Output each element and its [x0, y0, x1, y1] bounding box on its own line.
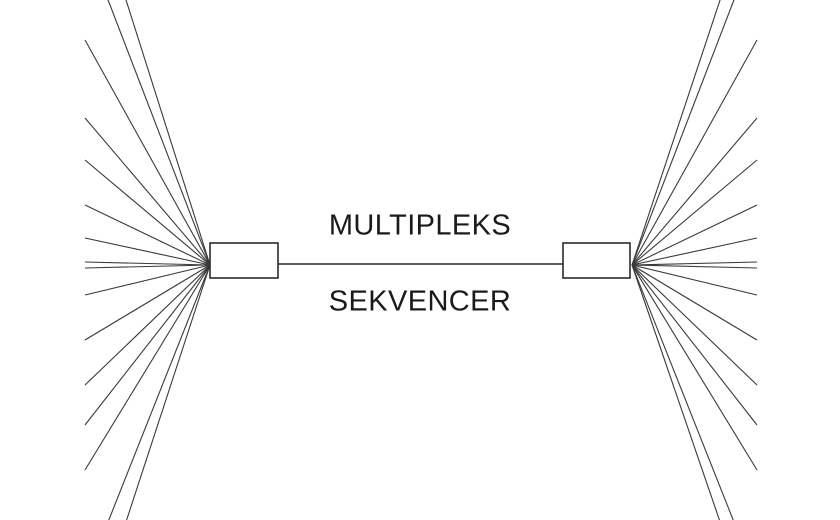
right-fan-line-12 [631, 264, 758, 386]
left-fan-line-9 [84, 264, 211, 269]
left-fan-line-14 [84, 264, 211, 471]
right-fan-line-10 [631, 264, 758, 296]
left-fan-line-7 [84, 237, 211, 266]
right-fan-line-6 [631, 204, 758, 266]
left-fan-line-15 [108, 264, 211, 520]
multiplexer-box[interactable] [209, 242, 279, 279]
right-fan-line-11 [631, 264, 758, 341]
right-fan-lines [631, 0, 758, 520]
right-fan-line-2 [631, 0, 721, 266]
lower-label: SEKVENCER [329, 286, 512, 318]
right-fan-line-9 [631, 264, 758, 269]
left-fan-line-11 [84, 264, 211, 341]
right-fan-line-7 [631, 237, 758, 266]
right-fan-line-3 [631, 39, 758, 266]
right-fan-line-13 [631, 264, 758, 426]
left-fan-line-2 [125, 0, 211, 266]
right-fan-line-16 [631, 264, 721, 520]
right-fan-line-15 [631, 264, 734, 520]
right-fan-line-5 [631, 159, 758, 266]
demultiplexer-box[interactable] [562, 242, 631, 279]
left-fan-line-13 [84, 264, 211, 426]
left-fan-line-1 [107, 0, 211, 266]
left-fan-line-6 [84, 204, 211, 266]
left-fan-line-3 [84, 39, 211, 266]
left-fan-line-10 [84, 264, 211, 296]
left-fan-line-16 [126, 264, 211, 520]
right-fan-line-4 [631, 117, 758, 266]
left-fan-line-4 [84, 117, 211, 266]
left-fan-lines [84, 0, 211, 520]
right-fan-line-14 [631, 264, 758, 471]
upper-label: MULTIPLEKS [329, 210, 511, 242]
left-fan-line-8 [84, 261, 211, 266]
left-fan-line-12 [84, 264, 211, 386]
right-fan-line-8 [631, 261, 758, 266]
right-fan-line-1 [631, 0, 735, 266]
left-fan-line-5 [84, 159, 211, 266]
